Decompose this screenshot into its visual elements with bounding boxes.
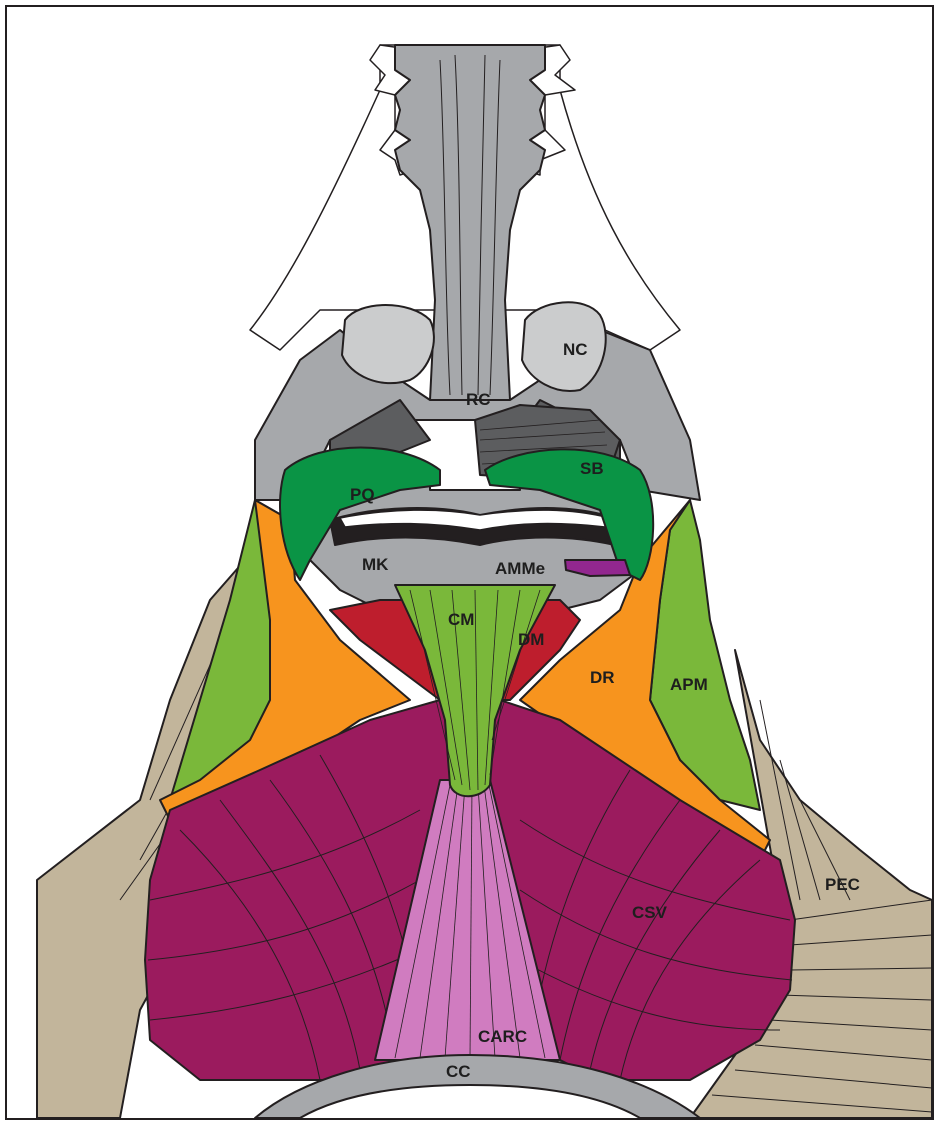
label-pec: PEC [825, 875, 860, 894]
nasal-capsule-left [342, 305, 434, 383]
label-dr: DR [590, 668, 615, 687]
label-carc: CARC [478, 1027, 527, 1046]
label-nc: NC [563, 340, 588, 359]
label-sb: SB [580, 459, 604, 478]
label-csv: CSV [632, 903, 668, 922]
label-dm: DM [518, 630, 544, 649]
label-cm: CM [448, 610, 474, 629]
label-mk: MK [362, 555, 389, 574]
label-pq: PQ [350, 485, 375, 504]
label-apm: APM [670, 675, 708, 694]
label-rc: RC [466, 390, 491, 409]
label-amme: AMMe [495, 559, 545, 578]
label-cc: CC [446, 1062, 471, 1081]
